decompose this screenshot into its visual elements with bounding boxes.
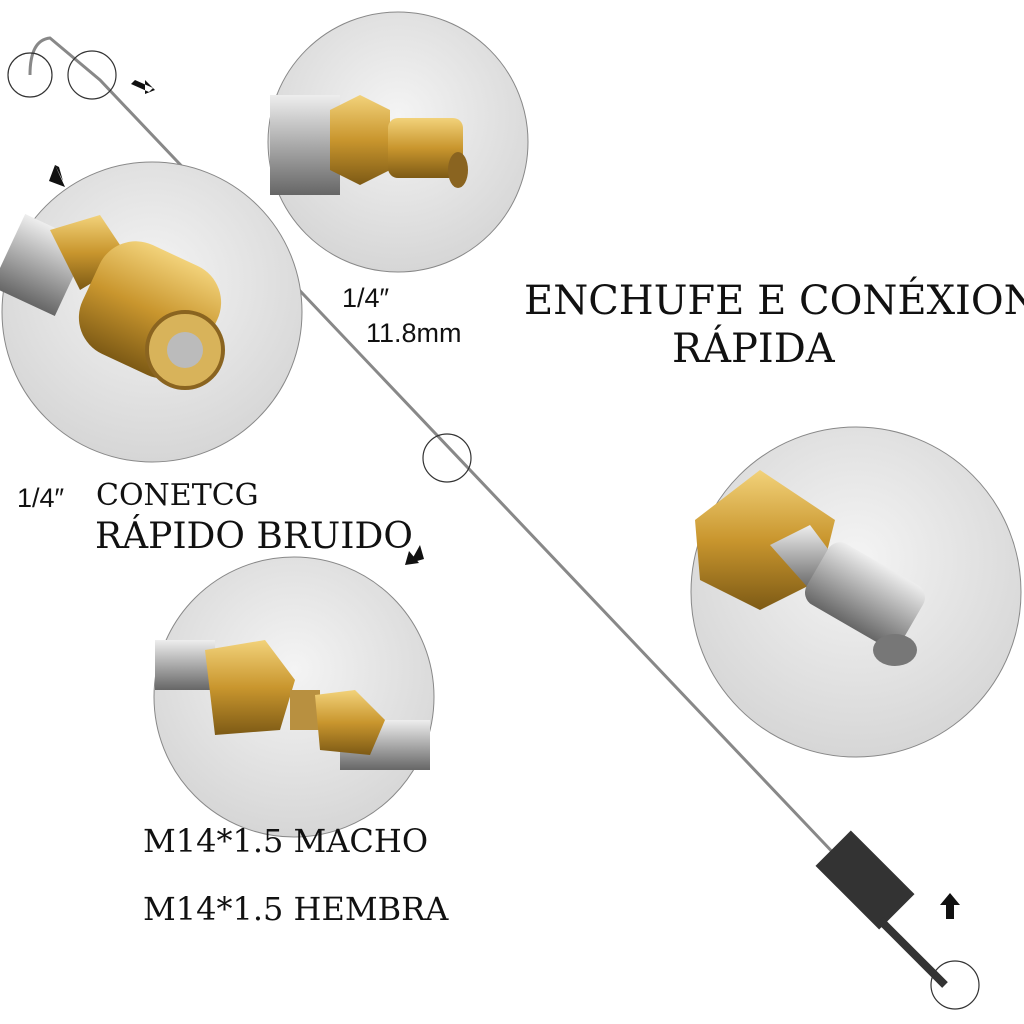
female-thread-label: M14*1.5 HEMBRA	[143, 890, 449, 928]
plug-detail	[267, 11, 529, 273]
title-line-1: ENCHUFE E CONÉXION	[524, 278, 1024, 324]
detail-markers	[7, 50, 980, 1010]
coupler-label-line-2: RÁPIDO BRUIDO	[95, 516, 413, 557]
title-line-2: RÁPIDA	[672, 326, 835, 372]
plug-diameter-label: 11.8mm	[366, 318, 462, 348]
stainless-plug-detail	[690, 426, 1022, 758]
arrow-icons	[49, 80, 960, 919]
plug-size-label: 1/4″	[342, 283, 390, 313]
thread-detail	[153, 556, 435, 838]
coupler-size-label: 1/4″	[17, 483, 65, 513]
male-thread-label: M14*1.5 MACHO	[143, 822, 429, 860]
coupler-detail	[0, 161, 303, 463]
coupler-label-line-1: CONETCG	[96, 478, 259, 513]
